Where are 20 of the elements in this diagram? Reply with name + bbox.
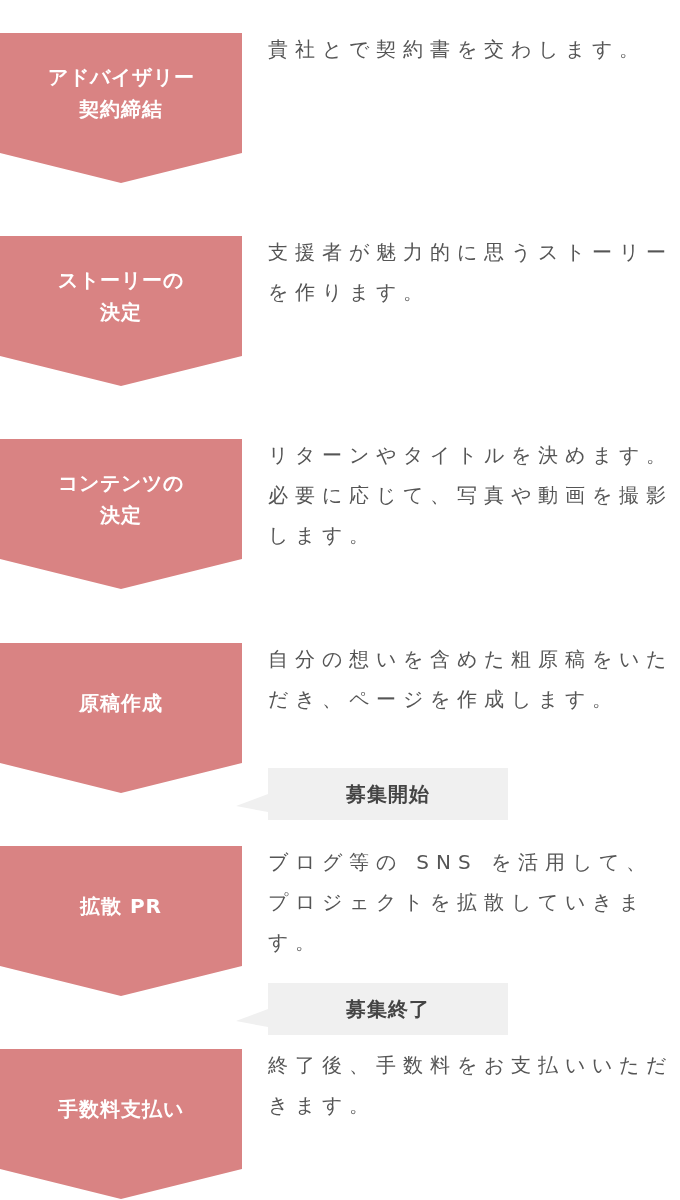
process-chevron	[0, 1049, 242, 1199]
step-title: 原稿作成	[78, 690, 164, 717]
process-chevron	[0, 439, 242, 589]
step-title: 手数料支払い	[57, 1096, 185, 1123]
step-description: 終了後、手数料をお支払いいただきます。	[268, 1052, 674, 1119]
step-title: 拡散 PR	[78, 893, 163, 920]
step-description: 自分の想いを含めた粗原稿をいただき、ページを作成します。	[268, 646, 674, 713]
phase-label: 募集開始	[345, 781, 431, 808]
phase-label: 募集終了	[345, 996, 431, 1023]
step-description: 支援者が魅力的に思うストーリーを作ります。	[268, 239, 674, 306]
process-chevron	[0, 846, 242, 996]
process-chevron	[0, 236, 242, 386]
step-title: アドバイザリー契約締結	[46, 64, 196, 123]
step-title: ストーリーの決定	[57, 267, 185, 326]
step-title: コンテンツの決定	[57, 470, 185, 529]
step-description: 貴社とで契約書を交わします。	[268, 36, 647, 63]
step-description: ブログ等の SNS を活用して、プロジェクトを拡散していきます。	[268, 849, 655, 956]
process-chevron	[0, 33, 242, 183]
process-chevron	[0, 643, 242, 793]
step-description: リターンやタイトルを決めます。必要に応じて、写真や動画を撮影します。	[268, 442, 674, 549]
